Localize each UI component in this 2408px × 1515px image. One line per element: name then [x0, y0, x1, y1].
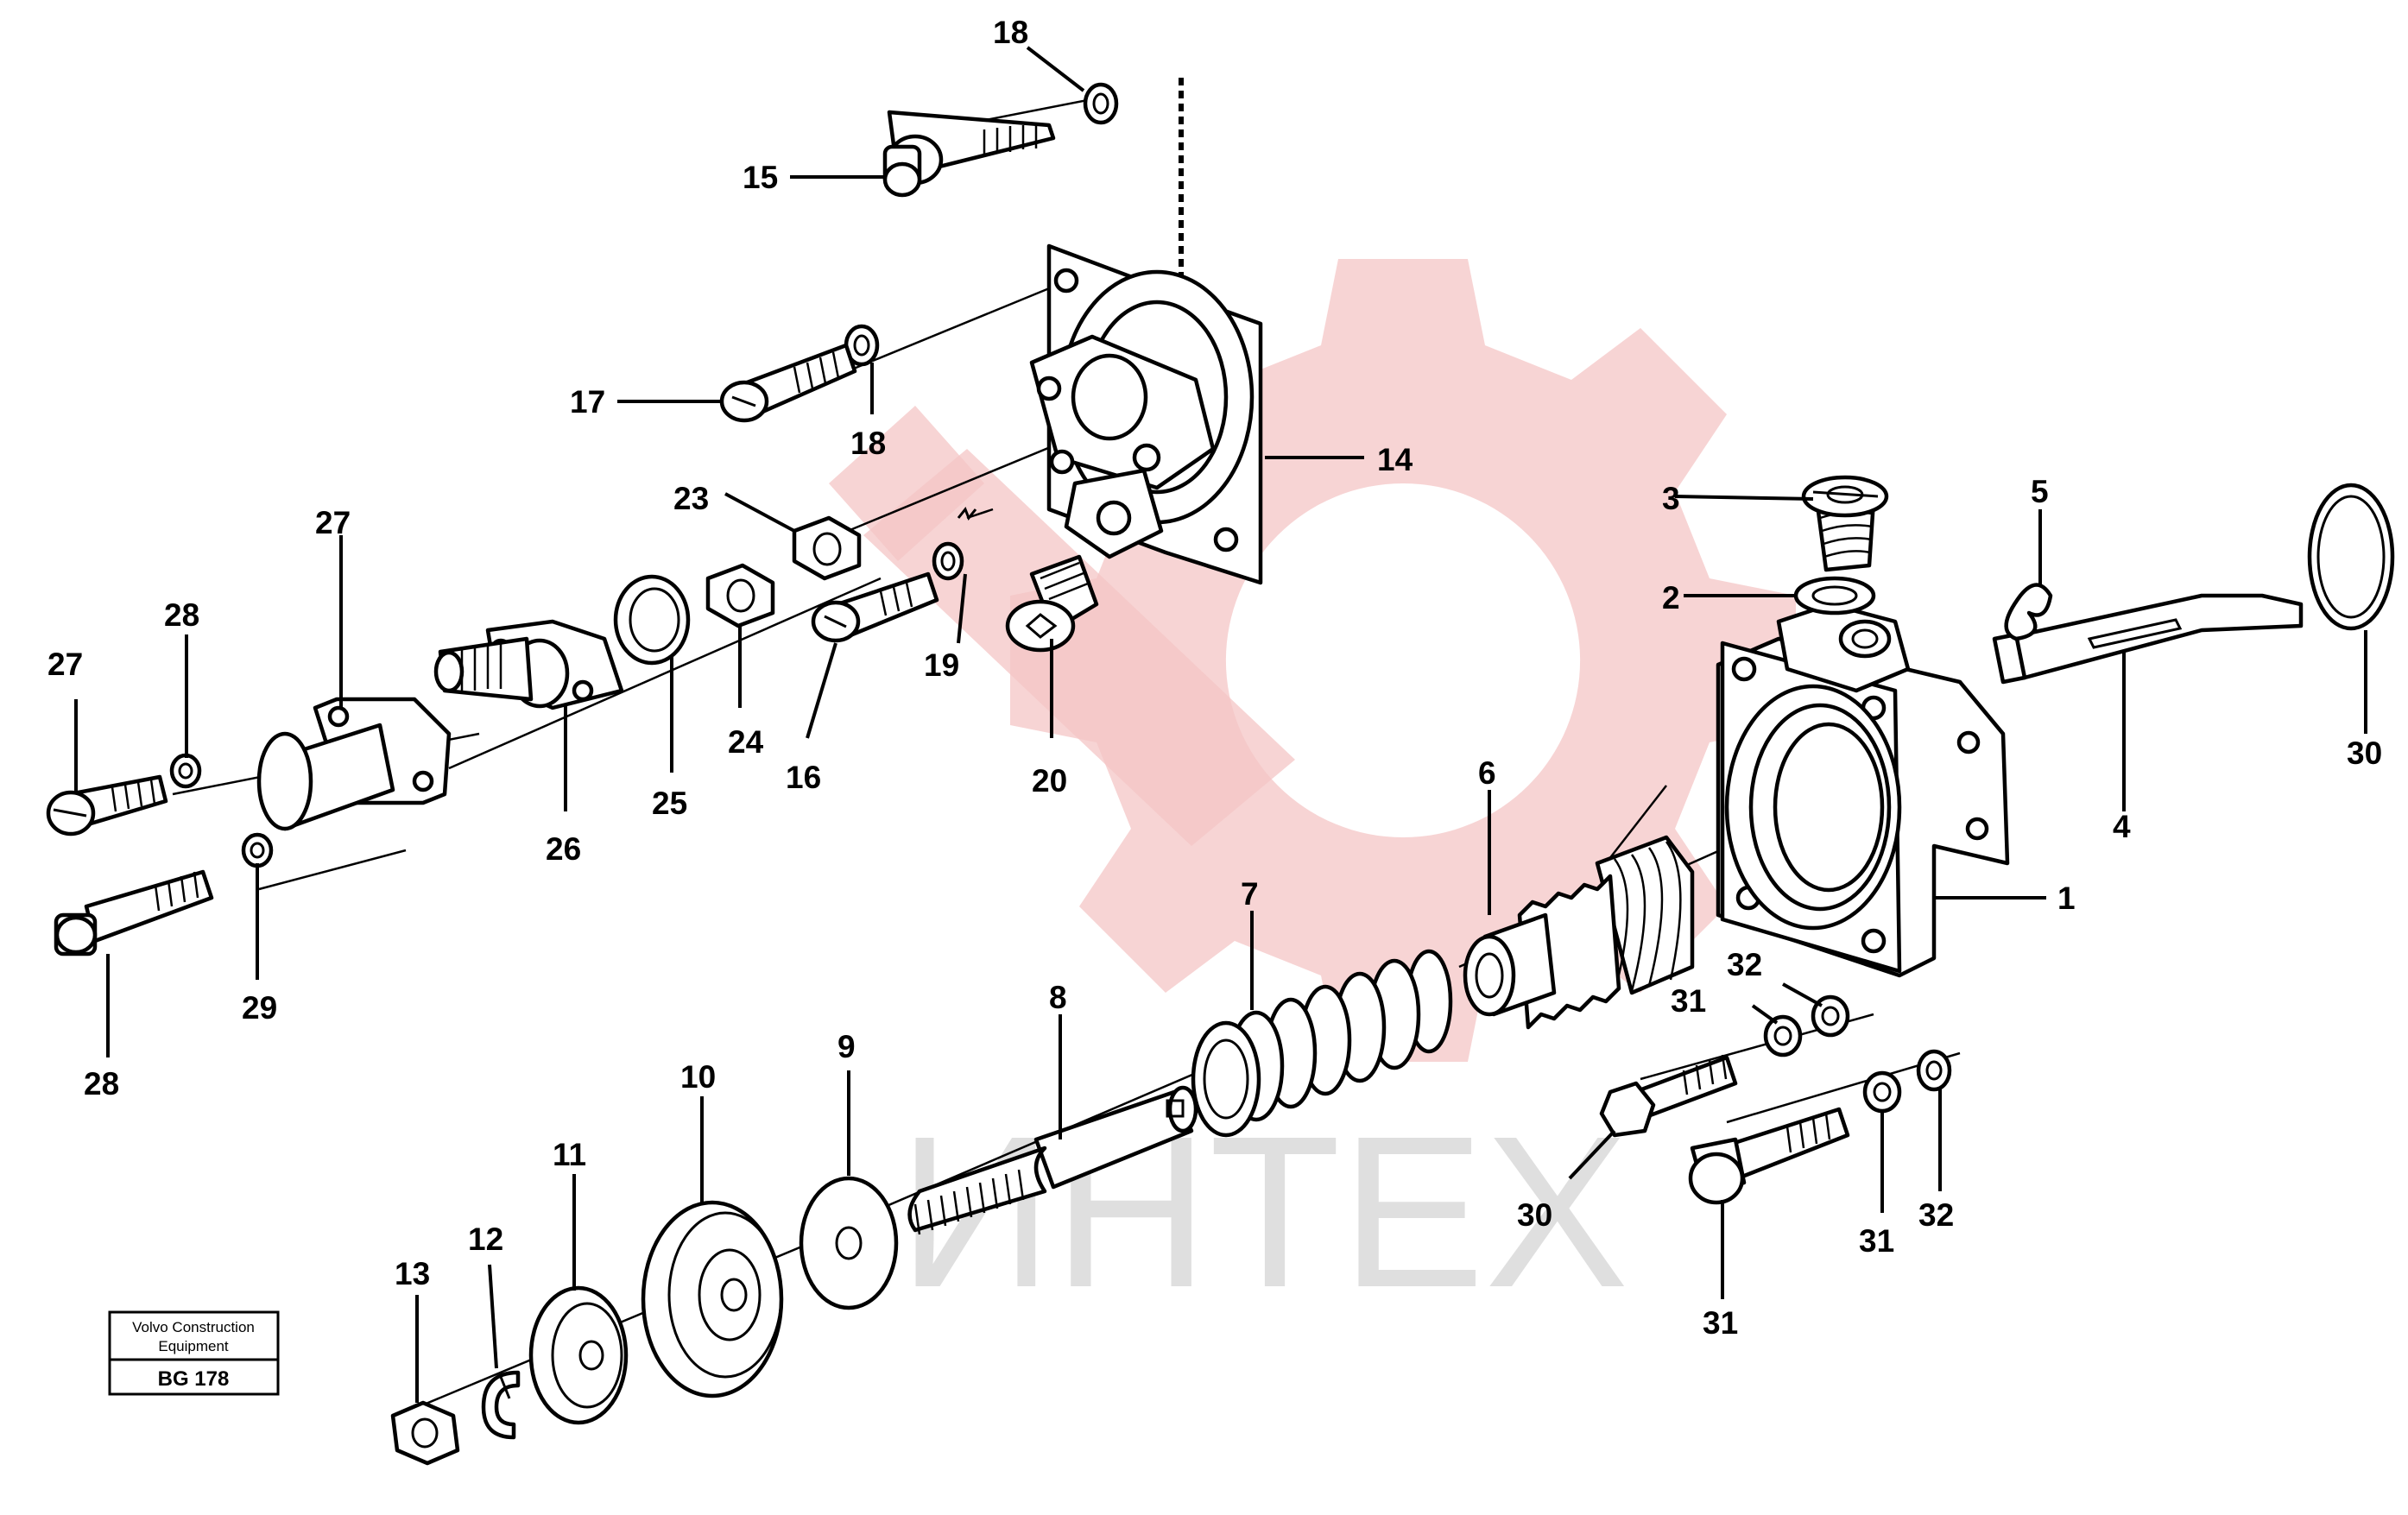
callout-21: 24 — [728, 724, 764, 760]
callout-26: 28 — [84, 1066, 119, 1102]
callout-18-mid: 18 — [850, 426, 886, 461]
callout-13: 13 — [395, 1256, 430, 1291]
callout-16: 16 — [786, 760, 821, 795]
callout-14: 14 — [1377, 442, 1413, 477]
part-24-sleeve-housing — [256, 697, 452, 831]
part-29-bolt — [1688, 1107, 1850, 1205]
callout-2: 2 — [1662, 580, 1680, 615]
part-3-plug — [1801, 475, 1889, 572]
callout-20: 23 — [673, 481, 709, 516]
callout-29: 31 — [1703, 1305, 1738, 1341]
callout-15: 15 — [743, 160, 778, 195]
part-28-o-ring — [2307, 483, 2395, 631]
part-31-washer-top — [1763, 1014, 1803, 1057]
part-27-washer-low — [241, 832, 274, 868]
part-14-cover-flange — [1029, 243, 1263, 585]
callout-18-top: 18 — [993, 15, 1028, 50]
callout-labels: 18 15 17 18 14 23 19 20 16 24 25 26 27 2… — [47, 15, 2382, 1341]
part-5-clip — [2004, 583, 2053, 641]
callout-6: 6 — [1478, 755, 1496, 791]
callout-30: 30 — [1517, 1197, 1552, 1233]
stamp-company-line2: Equipment — [158, 1338, 229, 1354]
callout-27-low: 29 — [242, 990, 277, 1026]
callout-7: 7 — [1241, 876, 1259, 912]
callout-10: 10 — [680, 1059, 716, 1095]
part-23-sender-unit — [433, 619, 624, 710]
part-16-screw — [811, 571, 939, 643]
stamp-company: Volvo Construction — [132, 1319, 255, 1335]
part-18-washer-low — [932, 541, 964, 581]
part-8-rod — [907, 1085, 1198, 1235]
drawing-stamp: Volvo Construction Equipment BG 178 — [108, 1310, 280, 1396]
watermark-text: ИНТЕХ — [898, 1091, 1628, 1332]
callout-27-top: 28 — [164, 597, 199, 633]
part-26-bolt — [54, 869, 214, 956]
callout-25: 27 — [47, 647, 83, 682]
part-19-plug — [1005, 554, 1099, 653]
callout-3: 3 — [1662, 481, 1680, 516]
part-20-nut — [792, 515, 862, 581]
part-27-washer-top — [169, 753, 202, 789]
part-1-pump-housing — [1716, 602, 2010, 978]
part-13-nut — [390, 1400, 460, 1466]
callout-1: 1 — [2057, 881, 2076, 916]
part-17-screw — [719, 343, 857, 423]
part-18-washer-top — [1083, 82, 1119, 125]
part-9-disc — [799, 1176, 899, 1310]
callout-22: 25 — [652, 786, 687, 821]
part-21-nut — [705, 563, 775, 628]
part-4-lever — [1992, 593, 2304, 685]
callout-32-low: 32 — [1918, 1197, 1954, 1233]
callout-12: 12 — [468, 1221, 503, 1257]
part-7-spring — [1191, 949, 1453, 1138]
part-11-washer — [528, 1285, 629, 1425]
part-32-washer-top — [1811, 994, 1850, 1038]
stamp-code: BG 178 — [158, 1367, 230, 1391]
callout-18-low: 19 — [924, 647, 959, 683]
leader-lines — [74, 46, 2367, 1403]
callout-24: 27 — [315, 505, 351, 540]
callout-9: 9 — [837, 1029, 856, 1064]
callout-31-low: 31 — [1859, 1223, 1894, 1259]
part-30-bolt — [1599, 1054, 1738, 1138]
callout-11: 11 — [553, 1137, 586, 1172]
part-12-lock-washer — [481, 1370, 521, 1440]
part-31-washer-low — [1862, 1070, 1902, 1114]
callout-5: 5 — [2031, 474, 2049, 509]
callout-31-top: 31 — [1671, 983, 1706, 1019]
part-10-diaphragm — [641, 1200, 784, 1398]
callout-23: 26 — [546, 831, 581, 867]
callout-4: 4 — [2113, 809, 2131, 844]
part-6-gear-sleeve — [1463, 835, 1695, 1030]
part-25-screw — [46, 774, 168, 836]
part-2-washer — [1793, 576, 1876, 615]
callout-32-top: 32 — [1727, 947, 1762, 982]
callout-17: 17 — [570, 384, 605, 420]
part-32-washer-low — [1916, 1049, 1952, 1092]
part-15-bolt — [882, 110, 1056, 198]
callout-28: 30 — [2347, 735, 2382, 771]
callout-19: 20 — [1032, 763, 1067, 799]
part-22-seal-ring — [613, 574, 691, 666]
callout-8: 8 — [1049, 980, 1067, 1015]
